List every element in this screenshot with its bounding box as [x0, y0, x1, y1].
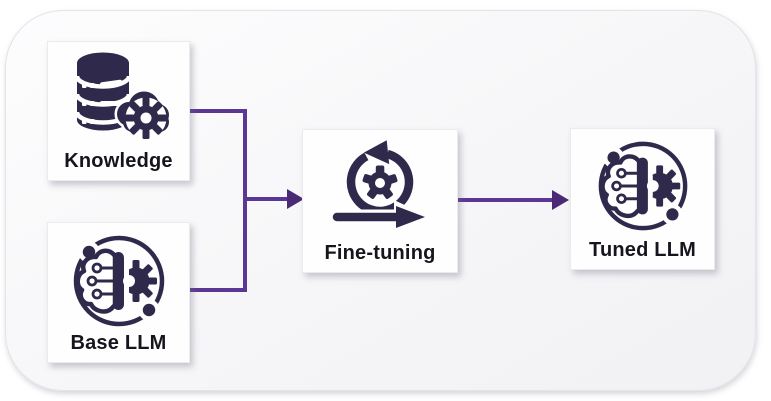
database-highlights: [81, 79, 122, 124]
arrowhead-into-tunedllm: [552, 190, 569, 210]
node-knowledge: Knowledge: [47, 41, 190, 181]
edge-knowledge-out: [189, 109, 245, 113]
agile-iteration-gear-icon: [332, 140, 430, 232]
node-label-knowledge: Knowledge: [64, 150, 173, 172]
node-fine-tuning: Fine-tuning: [302, 129, 458, 273]
node-label-base-llm: Base LLM: [70, 332, 167, 354]
edge-to-tunedllm: [458, 198, 553, 202]
arrowhead-into-finetuning: [287, 189, 304, 209]
node-label-tuned-llm: Tuned LLM: [589, 239, 696, 261]
node-label-fine-tuning: Fine-tuning: [324, 242, 436, 264]
edge-to-finetuning: [245, 197, 288, 201]
ai-brain-chip-icon: [598, 141, 687, 231]
half-gear-glyph: [128, 260, 157, 302]
gear-glyph: [124, 97, 167, 139]
ai-brain-chip-icon: [73, 235, 164, 327]
edge-basellm-out: [189, 288, 245, 292]
database-gear-icon: [74, 52, 171, 139]
node-tuned-llm: Tuned LLM: [570, 128, 715, 270]
node-base-llm: Base LLM: [47, 222, 190, 363]
half-gear-glyph: [652, 165, 680, 207]
